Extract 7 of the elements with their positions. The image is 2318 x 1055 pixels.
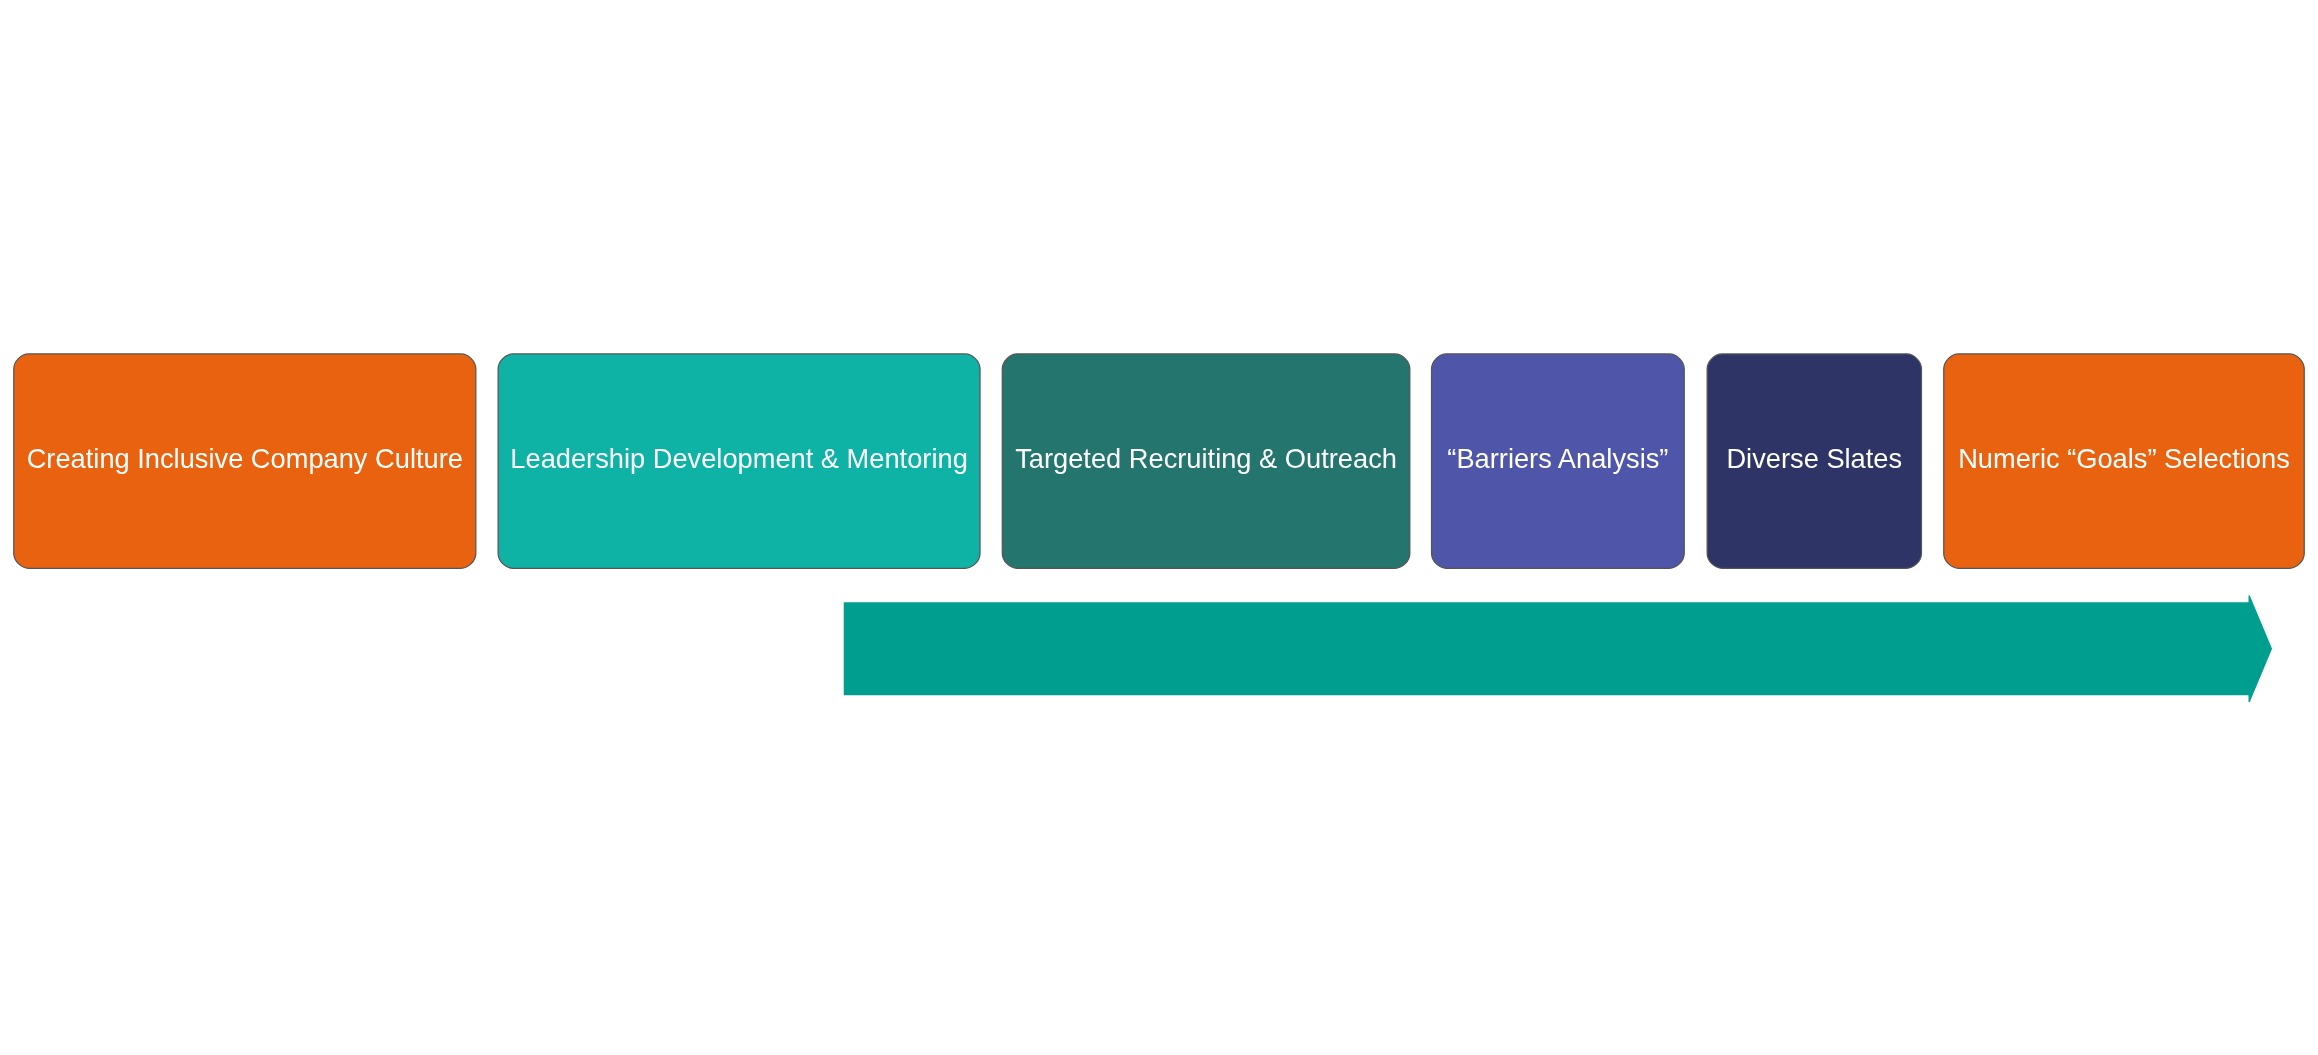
node-box: “Barriers Analysis” (1430, 352, 1685, 569)
node-box: Numeric “Goals” Selections (1943, 352, 2305, 569)
node-box: Targeted Recruiting & Outreach (1001, 352, 1411, 569)
node-box: Diverse Slates (1706, 352, 1923, 569)
node-arrow (843, 594, 2273, 703)
node-box: Creating Inclusive Company Culture (13, 352, 477, 569)
node-box: Leadership Development & Mentoring (497, 352, 981, 569)
